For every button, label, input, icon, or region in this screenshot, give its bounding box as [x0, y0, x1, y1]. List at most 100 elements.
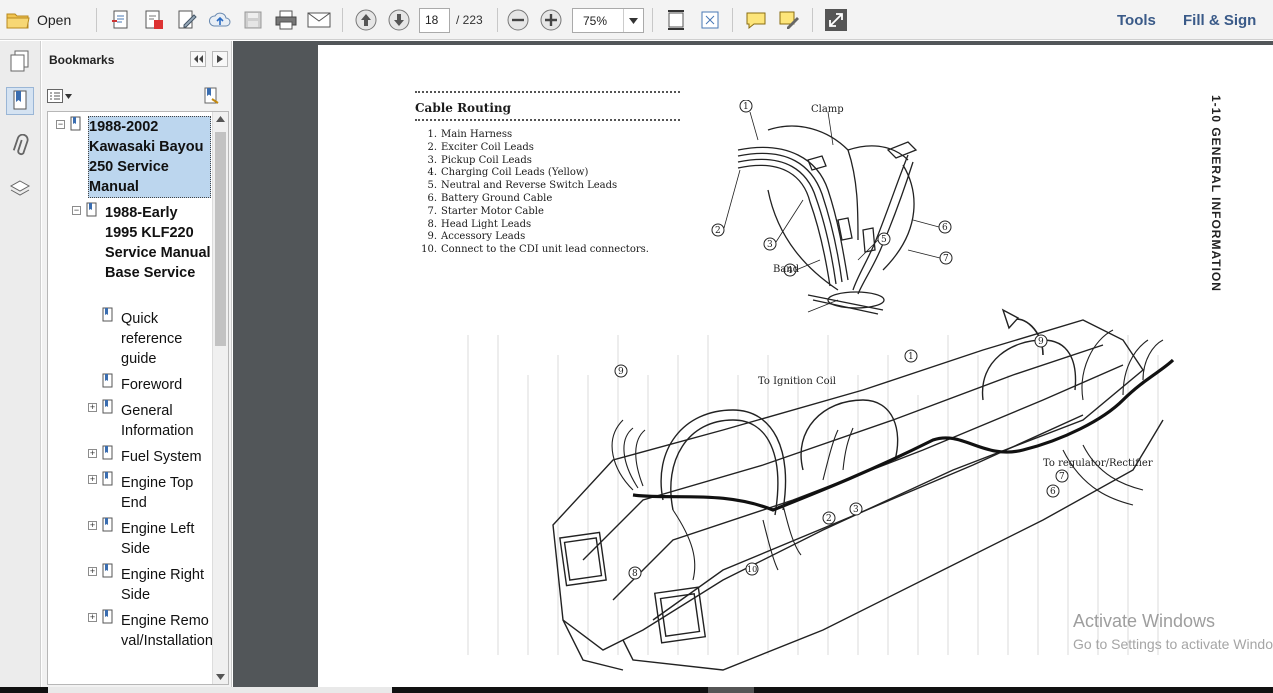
create-pdf-icon [112, 10, 128, 29]
fit-width-button[interactable] [662, 7, 690, 33]
bookmark-item-klf220[interactable]: 1988-Early 1995 KLF220 Service Manual Ba… [105, 205, 211, 281]
paperclip-icon [12, 134, 29, 156]
page-thumbnails-button[interactable] [6, 47, 34, 75]
bookmark-item-general-information[interactable]: General Information [121, 403, 194, 439]
minus-icon [507, 9, 529, 31]
svg-text:9: 9 [618, 367, 624, 377]
svg-text:9: 9 [1038, 337, 1044, 347]
save-icon [244, 11, 262, 29]
expand-toggle-fuel[interactable]: + [88, 448, 97, 458]
list-item: 4.Charging Coil Leads (Yellow) [427, 167, 589, 179]
layers-icon [9, 180, 31, 196]
expand-toggle-left-side[interactable]: + [88, 520, 97, 530]
document-viewport[interactable]: Cable Routing 1.Main Harness 2.Exciter C… [233, 41, 1273, 693]
comment-button[interactable] [742, 7, 770, 33]
collapse-toggle-klf220[interactable]: − [72, 205, 81, 215]
activation-watermark-hint: Go to Settings to activate Windows. [1073, 636, 1273, 652]
open-button[interactable]: Open [6, 7, 84, 33]
bookmark-icon [102, 445, 113, 460]
print-button[interactable] [272, 7, 300, 33]
list-item: 10.Connect to the CDI unit lead connecto… [421, 244, 649, 256]
email-button[interactable] [305, 7, 333, 33]
frame-harness-drawing: 9 1 2 3 8 10 9 7 6 [552, 308, 1175, 671]
label-clamp: Clamp [811, 104, 844, 115]
bookmark-icon [102, 399, 113, 414]
fullscreen-button[interactable] [822, 7, 850, 33]
options-menu-button[interactable] [47, 88, 73, 104]
list-item: 1.Main Harness [427, 129, 513, 140]
highlight-button[interactable] [775, 7, 803, 33]
collapse-panel-button[interactable] [190, 51, 206, 67]
next-page-button[interactable] [385, 7, 413, 33]
bookmark-find-button[interactable] [202, 87, 222, 105]
bookmark-icon [102, 609, 113, 624]
double-chevron-left-icon [194, 55, 203, 63]
envelope-icon [307, 12, 331, 28]
collapse-toggle-root[interactable]: − [56, 119, 65, 129]
bottom-edge [0, 687, 1273, 693]
list-item: 6.Battery Ground Cable [427, 192, 553, 204]
open-label: Open [37, 12, 72, 28]
bookmark-item-engine-top-end[interactable]: Engine Top End [121, 475, 194, 511]
list-item: 7.Starter Motor Cable [427, 205, 544, 217]
fit-page-button[interactable] [696, 7, 724, 33]
svg-text:2: 2 [826, 514, 832, 524]
previous-page-button[interactable] [352, 7, 380, 33]
zoom-in-button[interactable] [537, 7, 565, 33]
cable-list: 1.Main Harness 2.Exciter Coil Leads 3.Pi… [417, 129, 649, 257]
create-pdf-button[interactable] [107, 7, 135, 33]
fill-sign-link[interactable]: Fill & Sign [1183, 12, 1257, 29]
expand-toggle-general[interactable]: + [88, 402, 97, 412]
svg-text:10: 10 [747, 565, 757, 574]
arrow-up-icon [355, 9, 377, 31]
list-item: 3.Pickup Coil Leads [427, 154, 532, 166]
list-item: 9.Accessory Leads [427, 231, 526, 243]
scrollbar-thumb[interactable] [215, 132, 226, 346]
export-pdf-button[interactable] [140, 7, 168, 33]
bookmark-item-engine-right-side[interactable]: Engine Right Side [121, 567, 205, 603]
page-number-input[interactable]: 18 [419, 8, 450, 33]
svg-text:8: 8 [632, 569, 638, 579]
upload-button[interactable] [206, 7, 234, 33]
fit-page-icon [701, 11, 719, 29]
bookmark-icon [13, 90, 27, 110]
divider-top [415, 91, 680, 93]
bookmark-item-quick-reference[interactable]: Quick reference guide [121, 311, 183, 367]
panel-title: Bookmarks [49, 53, 115, 67]
bookmark-tree: − 1988-2002 Kawasaki Bayou 250 Service M… [47, 111, 229, 685]
panel-forward-button[interactable] [212, 51, 228, 67]
svg-text:3: 3 [853, 505, 859, 515]
bookmark-item-engine-left-side[interactable]: Engine Left Side [121, 521, 195, 557]
bookmark-item-engine-removal[interactable]: Engine Removal/Installation [121, 613, 213, 649]
layers-button[interactable] [6, 175, 34, 203]
expand-toggle-right-side[interactable]: + [88, 566, 97, 576]
bookmark-scrollbar[interactable] [212, 112, 228, 684]
save-button[interactable] [239, 7, 267, 33]
expand-toggle-top-end[interactable]: + [88, 474, 97, 484]
page-side-title: 1-10 GENERAL INFORMATION [1209, 95, 1223, 292]
bookmarks-tab-button[interactable] [6, 87, 34, 115]
activation-watermark-title: Activate Windows [1073, 611, 1216, 631]
bookmark-item-root[interactable]: 1988-2002 Kawasaki Bayou 250 Service Man… [88, 116, 211, 198]
bookmark-item-fuel-system[interactable]: Fuel System [121, 449, 202, 465]
attachments-button[interactable] [6, 133, 34, 161]
chevron-right-icon [217, 55, 223, 63]
page-total: / 223 [456, 13, 483, 27]
bookmark-item-foreword[interactable]: Foreword [121, 377, 183, 393]
tools-link[interactable]: Tools [1117, 12, 1156, 29]
label-band: Band [773, 264, 800, 275]
label-ignition-coil: To Ignition Coil [758, 376, 837, 387]
bookmark-icon [102, 373, 113, 388]
label-regulator: To regulator/Rectifier [1043, 458, 1153, 469]
bookmark-icon [102, 563, 113, 578]
svg-text:2: 2 [715, 226, 721, 236]
highlighter-icon [779, 11, 799, 29]
list-item: 8.Head Light Leads [427, 218, 532, 230]
bookmark-icon [102, 517, 113, 532]
edit-pdf-button[interactable] [173, 7, 201, 33]
zoom-select[interactable]: 75% [572, 8, 644, 33]
bookmark-icon [70, 116, 81, 131]
zoom-out-button[interactable] [504, 7, 532, 33]
expand-toggle-removal[interactable]: + [88, 612, 97, 622]
